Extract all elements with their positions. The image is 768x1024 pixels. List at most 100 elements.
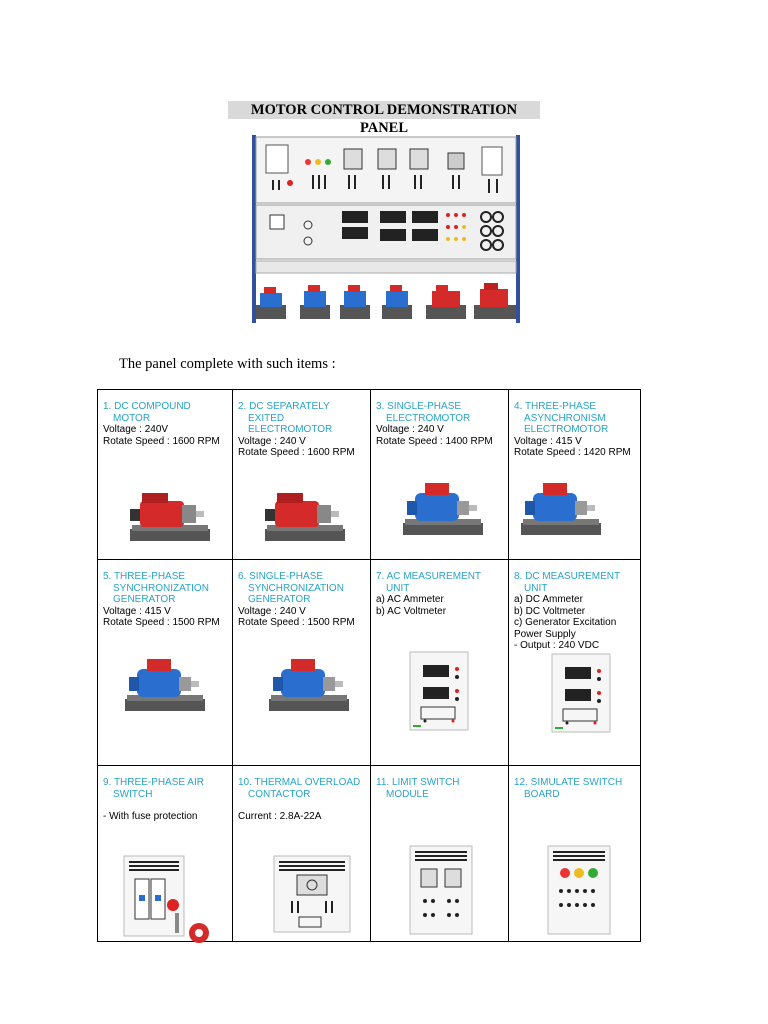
item-title-line: 11. LIMIT SWITCH	[376, 777, 460, 788]
item-specs: - With fuse protection	[98, 811, 232, 823]
item-spec-line: a) DC Ammeter	[514, 594, 583, 605]
item-title-line: 10. THERMAL OVERLOAD	[238, 777, 361, 788]
item-spec-line: Rotate Speed : 1500 RPM	[103, 617, 220, 628]
item-spec-line: - With fuse protection	[103, 811, 198, 822]
item-title-line: UNIT	[524, 582, 548, 594]
demonstration-panel-photo	[252, 135, 520, 323]
item-spec-line: Voltage : 240 V	[238, 605, 306, 617]
dc-motor-red-image	[128, 479, 212, 548]
item-spec-line: - Output : 240 VDC	[514, 640, 600, 651]
ac-motor-blue-image	[267, 649, 351, 718]
switch-board-module-image	[547, 845, 611, 940]
intro-text: The panel complete with such items :	[119, 356, 336, 372]
item-spec-line: Rotate Speed : 1600 RPM	[103, 435, 220, 447]
item-spec-line: Rotate Speed : 1420 RPM	[514, 447, 631, 458]
item-spec-line: Voltage : 240 V	[238, 435, 306, 447]
item-title-line: 4. THREE-PHASE	[514, 401, 597, 412]
item-spec-line: Rotate Speed : 1500 RPM	[238, 617, 355, 628]
item-spec-line: Current : 2.8A-22A	[238, 811, 322, 822]
item-title-line: UNIT	[386, 582, 410, 594]
item-spec-line: Voltage : 240 V	[376, 424, 444, 435]
item-title-line: ASYNCHRONISM	[524, 412, 606, 424]
item-title-line: 3. SINGLE-PHASE	[376, 401, 462, 412]
limit-switch-module-image	[409, 845, 473, 940]
item-title-line: SYNCHRONIZATION	[248, 582, 344, 594]
item-title-line: EXITED	[248, 412, 285, 424]
ac-motor-blue-image	[519, 473, 603, 542]
item-title-line: 9. THREE-PHASE AIR	[103, 777, 204, 788]
item-spec-line: a) AC Ammeter	[376, 594, 444, 605]
item-spec-line: Voltage : 415 V	[103, 605, 171, 617]
item-title-line: 7. AC MEASUREMENT	[376, 571, 482, 582]
item-specs: Current : 2.8A-22A	[233, 811, 370, 823]
page-title: MOTOR CONTROL DEMONSTRATION PANEL	[228, 101, 540, 136]
item-title-line: MOTOR	[113, 412, 151, 424]
item-spec-line: c) Generator Excitation	[514, 617, 617, 628]
item-title-line: 1. DC COMPOUND	[103, 401, 191, 412]
item-spec-line: b) AC Voltmeter	[376, 605, 447, 617]
meter-module-image	[551, 653, 611, 738]
item-spec-line: Voltage : 415 V	[514, 435, 582, 447]
item-title-line: 8. DC MEASUREMENT	[514, 571, 621, 582]
meter-module-image	[409, 651, 469, 736]
ac-motor-blue-image	[401, 473, 485, 542]
item-title-line: 6. SINGLE-PHASE	[238, 571, 324, 582]
item-spec-line: Rotate Speed : 1400 RPM	[376, 435, 493, 447]
item-title-line: 12. SIMULATE SWITCH	[514, 777, 623, 788]
item-spec-line: Rotate Speed : 1600 RPM	[238, 447, 355, 458]
item-spec-line: b) DC Voltmeter	[514, 605, 586, 617]
item-title-line: 2. DC SEPARATELY	[238, 401, 330, 412]
dc-motor-red-image	[263, 479, 347, 548]
item-title-line: ELECTROMOTOR	[524, 424, 609, 435]
ac-motor-blue-image	[123, 649, 207, 718]
item-title-line: GENERATOR	[248, 594, 311, 605]
item-title-line: SWITCH	[113, 788, 153, 800]
item-title-line: MODULE	[386, 788, 429, 800]
item-title-line: ELECTROMOTOR	[248, 424, 333, 435]
item-title-line: 5. THREE-PHASE	[103, 571, 186, 582]
contactor-module-image	[273, 855, 353, 940]
item-title-line: SYNCHRONIZATION	[113, 582, 209, 594]
item-spec-line: Voltage : 240V	[103, 424, 169, 435]
item-title-line: CONTACTOR	[248, 788, 311, 800]
item-spec-line: Power Supply	[514, 628, 576, 640]
item-title-line: BOARD	[524, 788, 560, 800]
item-title-line: ELECTROMOTOR	[386, 412, 471, 424]
